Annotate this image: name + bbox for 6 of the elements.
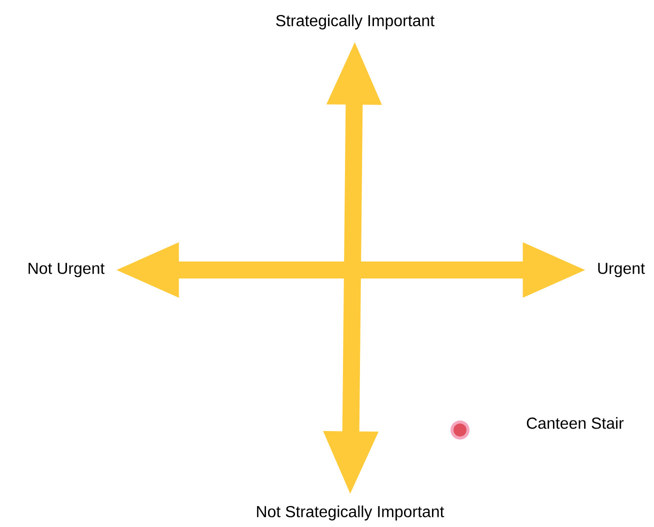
axis-label: Urgent [598, 262, 645, 278]
data-point [450, 420, 470, 440]
axis-label: Not Urgent [28, 262, 105, 278]
point-label: Canteen Stair [526, 417, 624, 429]
axis-label: Strategically Important [276, 14, 434, 30]
axis-label: Not Strategically Important [257, 506, 444, 520]
